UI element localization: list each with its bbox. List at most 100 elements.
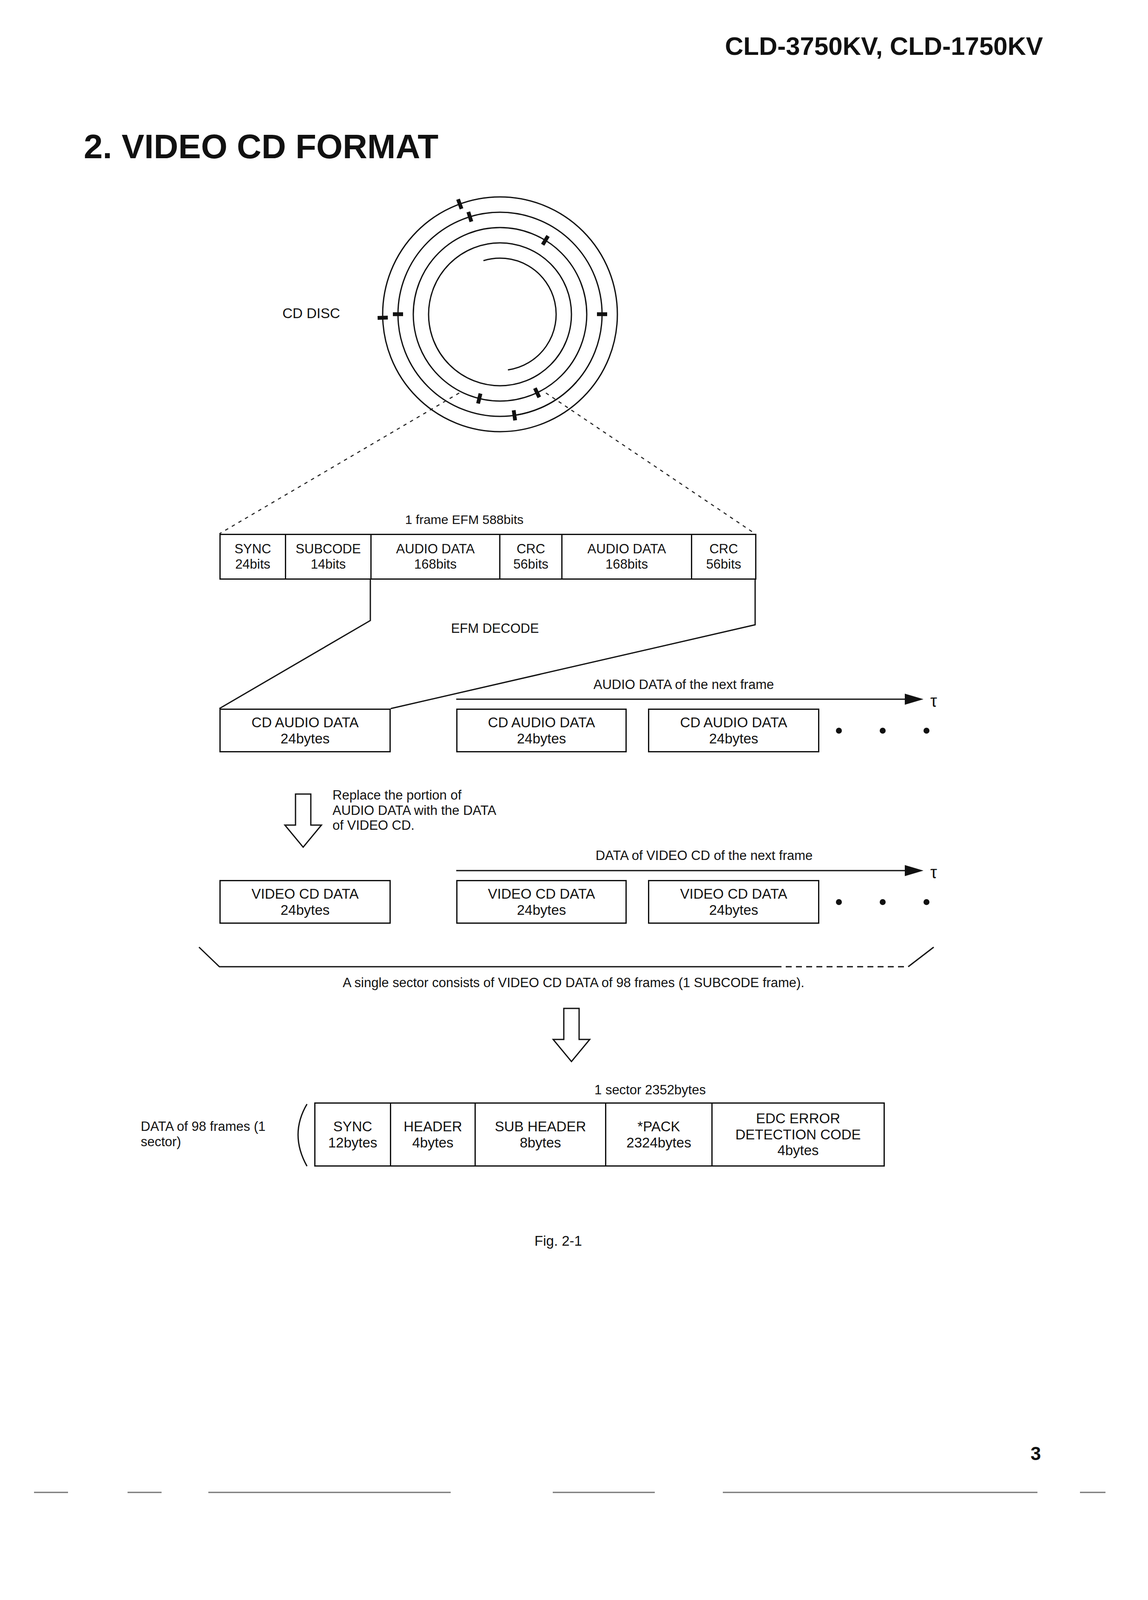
frame-field: CRC56bits [499, 533, 563, 580]
field-name: SUBCODE [295, 541, 361, 557]
disc-spiral [514, 382, 577, 416]
video-data-box: VIDEO CD DATA24bytes [219, 879, 391, 924]
ellipsis-dot [923, 898, 930, 905]
bracket [198, 946, 776, 967]
frame-field: AUDIO DATA168bits [370, 533, 501, 580]
page-title: 2. VIDEO CD FORMAT [83, 127, 439, 167]
disc-ring [382, 196, 618, 432]
field-size: 24bytes [709, 901, 759, 918]
field-size: 168bits [605, 556, 648, 572]
page-edge-line [552, 1491, 655, 1493]
disc-pit-mark [513, 410, 515, 421]
sector-label: 1 sector 2352bytes [594, 1082, 706, 1098]
sector-field: SUB HEADER8bytes [474, 1102, 607, 1167]
bracket [775, 966, 909, 968]
audio-data-box: CD AUDIO DATA24bytes [219, 708, 391, 753]
bracket [908, 946, 934, 967]
page-edge-line [34, 1491, 69, 1493]
disc-ring [413, 227, 587, 401]
arrow-label: AUDIO DATA of the next frame [593, 676, 774, 693]
time-symbol: τ [930, 862, 938, 882]
frame-field: CRC56bits [690, 533, 757, 580]
disc-spiral [483, 258, 557, 370]
field-size: 4bytes [412, 1134, 454, 1151]
note: Replace the portion of AUDIO DATA with t… [332, 787, 499, 833]
field-name: CRC [709, 541, 738, 557]
field-name: AUDIO DATA [396, 541, 475, 557]
field-size: 4bytes [777, 1142, 819, 1159]
hollow-arrow [284, 793, 322, 847]
audio-data-box: CD AUDIO DATA24bytes [456, 708, 627, 753]
side-label: DATA of 98 frames (1 sector) [140, 1118, 269, 1149]
sector-field: EDC ERROR DETECTION CODE4bytes [711, 1102, 885, 1167]
disc-pit-mark [468, 211, 472, 222]
field-size: 56bits [706, 556, 742, 572]
note: A single sector consists of VIDEO CD DAT… [342, 974, 805, 991]
field-size: 12bytes [328, 1134, 378, 1151]
page-edge-line [722, 1491, 1038, 1493]
field-size: 24bytes [280, 730, 330, 747]
field-size: 14bits [310, 556, 347, 572]
disc-ring [397, 212, 603, 417]
field-name: EDC ERROR DETECTION CODE [727, 1110, 869, 1143]
field-size: 24bytes [517, 901, 567, 918]
frame-field: SUBCODE14bits [284, 533, 372, 580]
model-header: CLD-3750KV, CLD-1750KV [724, 31, 1043, 61]
sector-field: *PACK2324bytes [605, 1102, 713, 1167]
disc-pit-mark [457, 198, 462, 209]
field-size: 8bytes [519, 1134, 561, 1151]
disc-label: CD DISC [282, 305, 341, 322]
field-size: 24bytes [517, 730, 567, 747]
field-size: 24bytes [709, 730, 759, 747]
ellipsis-dot [835, 727, 842, 734]
time-arrow-line [456, 698, 910, 700]
field-size: 24bytes [280, 901, 330, 918]
field-name: SYNC [234, 541, 271, 557]
disc-pit-mark [542, 235, 549, 245]
frame-label: 1 frame EFM 588bits [405, 512, 524, 528]
disc-pit-mark [377, 315, 388, 320]
video-data-box: VIDEO CD DATA24bytes [456, 879, 627, 924]
figure-caption: Fig. 2-1 [534, 1232, 583, 1249]
disc-pit-mark [392, 312, 404, 316]
field-name: CD AUDIO DATA [488, 714, 596, 731]
disc-pit-mark [534, 388, 540, 398]
time-symbol: τ [930, 690, 938, 711]
page-number: 3 [1030, 1442, 1041, 1465]
field-name: VIDEO CD DATA [680, 885, 788, 902]
hollow-arrow [553, 1008, 590, 1062]
page-edge-line [1079, 1491, 1106, 1493]
field-name: SUB HEADER [494, 1118, 587, 1135]
field-size: 2324bytes [626, 1134, 691, 1151]
field-size: 168bits [414, 556, 457, 572]
frame-field: AUDIO DATA168bits [561, 533, 693, 580]
ellipsis-dot [835, 898, 842, 905]
ellipsis-dot [923, 727, 930, 734]
field-name: HEADER [403, 1118, 463, 1135]
field-name: CRC [516, 541, 546, 557]
process-label: EFM DECODE [451, 620, 540, 637]
page-edge-line [127, 1491, 162, 1493]
ellipsis-dot [879, 898, 886, 905]
sector-field: SYNC12bytes [314, 1102, 392, 1167]
field-size: 24bits [235, 556, 271, 572]
field-name: CD AUDIO DATA [251, 714, 359, 731]
time-arrow-head [904, 864, 924, 876]
time-arrow-line [456, 869, 910, 872]
audio-data-box: CD AUDIO DATA24bytes [647, 708, 820, 753]
field-size: 56bits [513, 556, 549, 572]
disc-pit-mark [477, 393, 481, 404]
video-data-box: VIDEO CD DATA24bytes [647, 879, 820, 924]
field-name: VIDEO CD DATA [251, 885, 359, 902]
field-name: *PACK [637, 1118, 680, 1135]
parenthesis [298, 1103, 307, 1166]
frame-field: SYNC24bits [219, 533, 287, 580]
sector-field: HEADER4bytes [389, 1102, 476, 1167]
field-name: CD AUDIO DATA [680, 714, 788, 731]
ellipsis-dot [879, 727, 886, 734]
time-arrow-head [904, 693, 924, 705]
field-name: SYNC [333, 1118, 373, 1135]
disc-ring [428, 242, 572, 386]
arrow-label: DATA of VIDEO CD of the next frame [595, 847, 813, 864]
field-name: AUDIO DATA [587, 541, 667, 557]
